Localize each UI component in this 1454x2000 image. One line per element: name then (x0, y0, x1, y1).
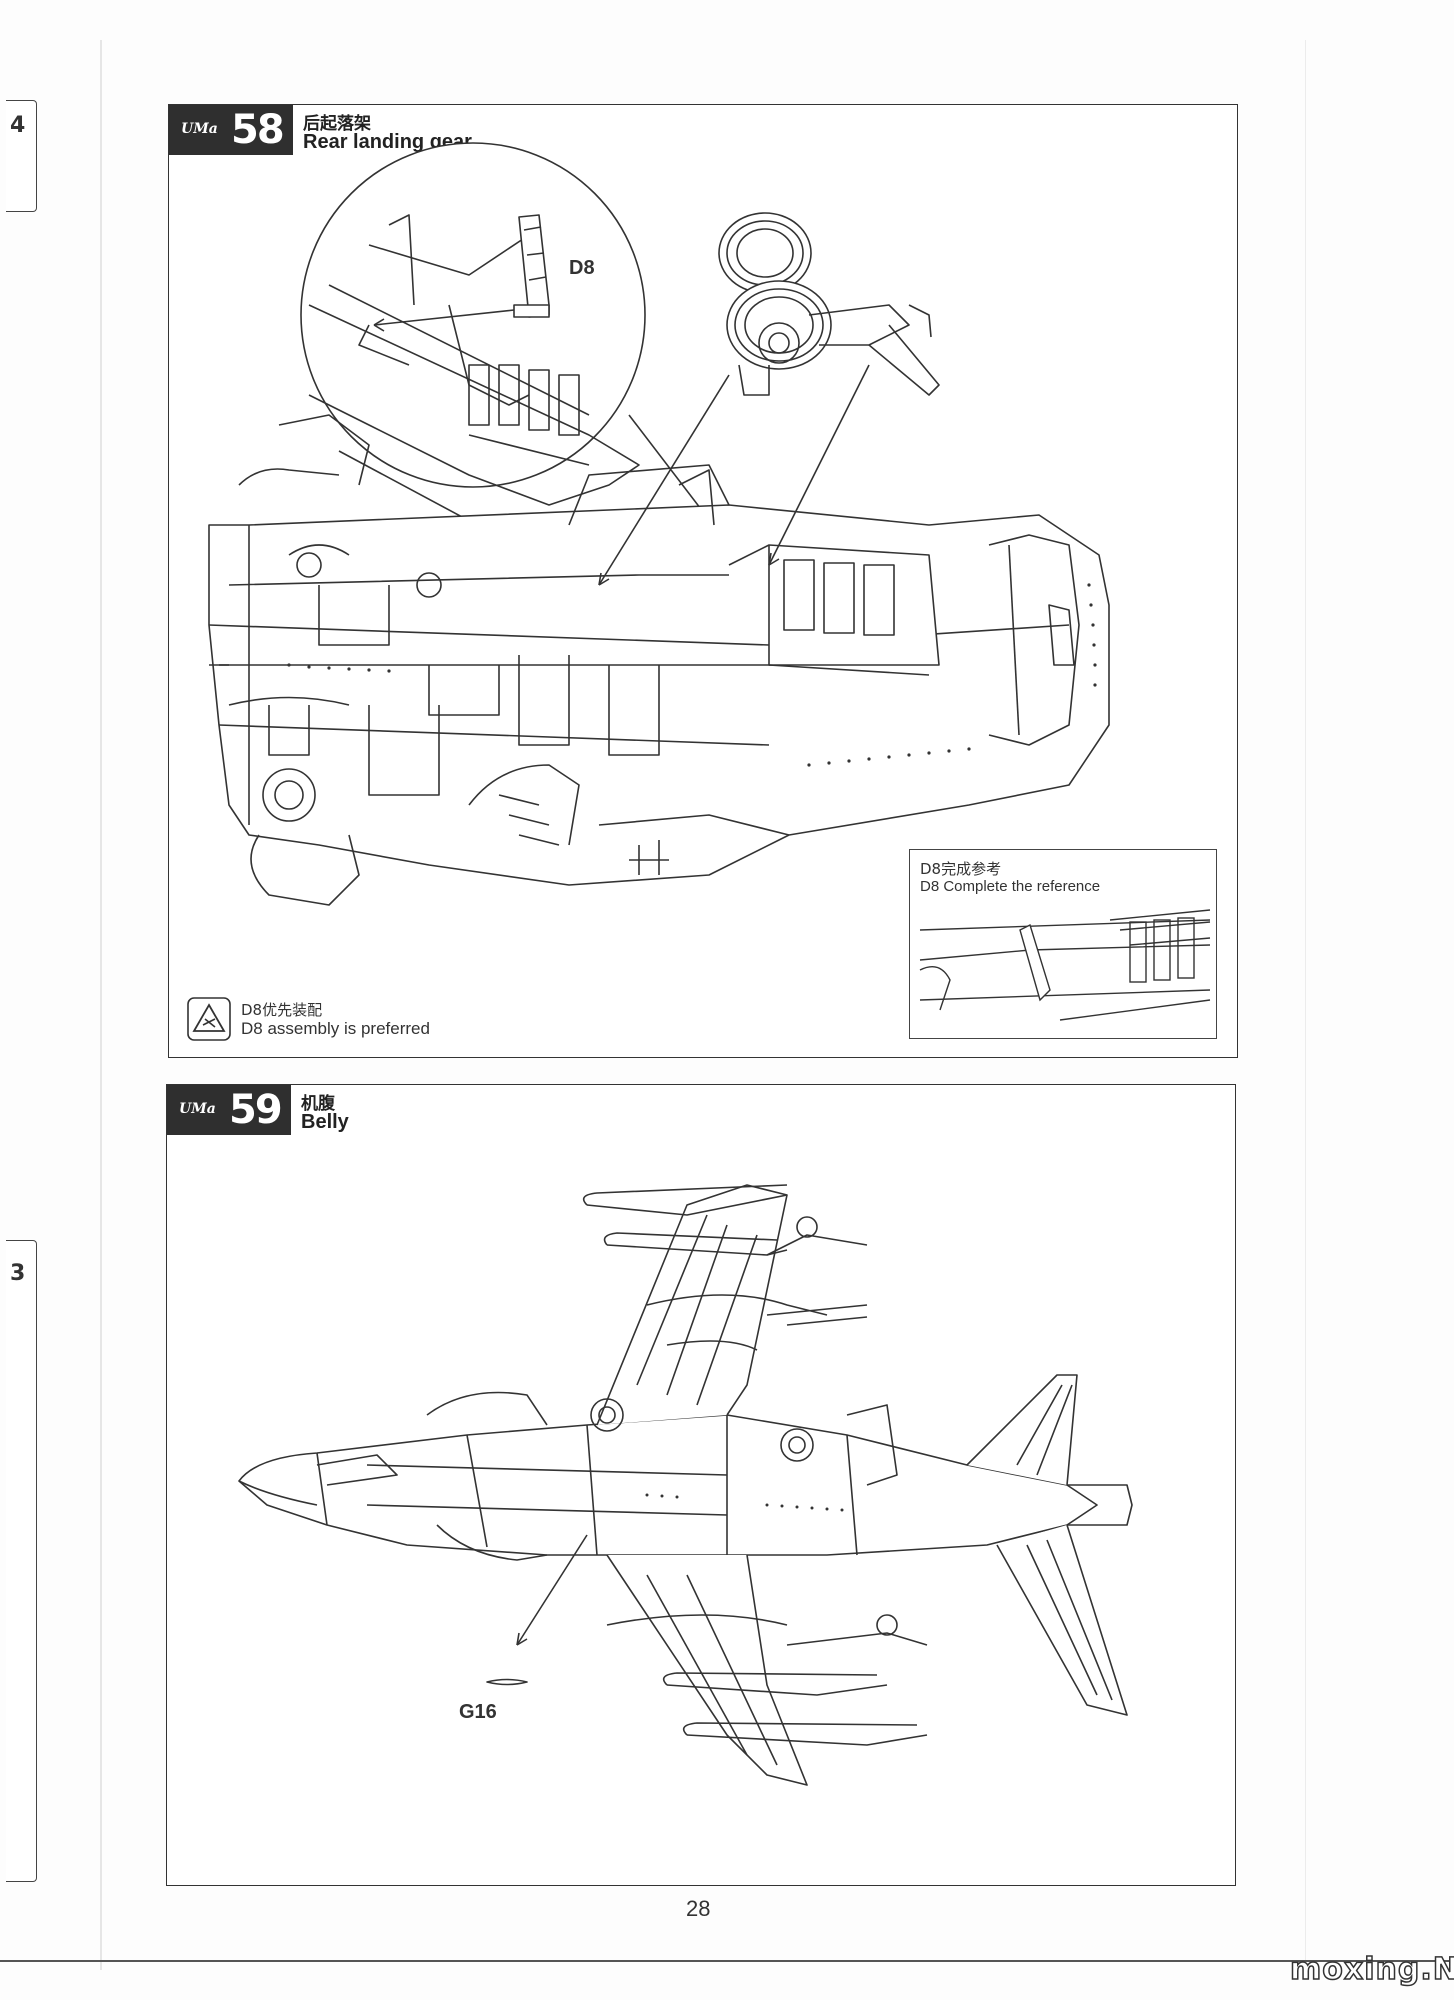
warning-note: D8优先装配 D8 assembly is preferred (187, 995, 487, 1045)
warning-text-en: D8 assembly is preferred (241, 1019, 430, 1038)
page-edge (1305, 40, 1306, 1960)
step-58-panel: UMa 58 后起落架 Rear landing gear (168, 104, 1238, 1058)
step-badge: UMa 59 (167, 1085, 291, 1135)
reference-box: D8完成参考 D8 Complete the reference (909, 849, 1217, 1039)
brand-logo: UMa (179, 1101, 216, 1117)
belly-illustration (238, 1184, 1133, 1786)
side-tab: 3 (6, 1240, 37, 1882)
side-tab-label: 4 (10, 113, 26, 138)
brand-logo: UMa (181, 121, 218, 137)
step-59-panel: UMa 59 机腹 Belly (166, 1084, 1236, 1886)
step-title-en: Rear landing gear (303, 131, 472, 153)
page-spine (100, 40, 102, 1970)
step-badge: UMa 58 (169, 105, 293, 155)
step-title-cn: 后起落架 (303, 114, 371, 134)
reference-title-en: D8 Complete the reference (920, 878, 1101, 895)
step-number: 59 (229, 1087, 283, 1133)
reference-title-cn: D8完成参考 (920, 860, 1002, 878)
page-number: 28 (686, 1896, 711, 1921)
reference-illustration (919, 909, 1211, 1021)
rear-landing-gear-illustration (208, 142, 1110, 906)
part-callout-d8: D8 (569, 257, 595, 279)
watermark-logo: moxing.NET (1289, 1951, 1454, 1988)
warning-triangle-icon (187, 997, 231, 1041)
page-bottom-rule (0, 1960, 1454, 1962)
side-tab: 4 (6, 100, 37, 212)
warning-text-cn: D8优先装配 (241, 1001, 323, 1019)
step-title-cn: 机腹 (301, 1094, 335, 1114)
part-callout-g16: G16 (459, 1701, 497, 1723)
step-number: 58 (231, 107, 285, 153)
step-title-en: Belly (301, 1111, 349, 1133)
side-tab-label: 3 (10, 1261, 26, 1286)
